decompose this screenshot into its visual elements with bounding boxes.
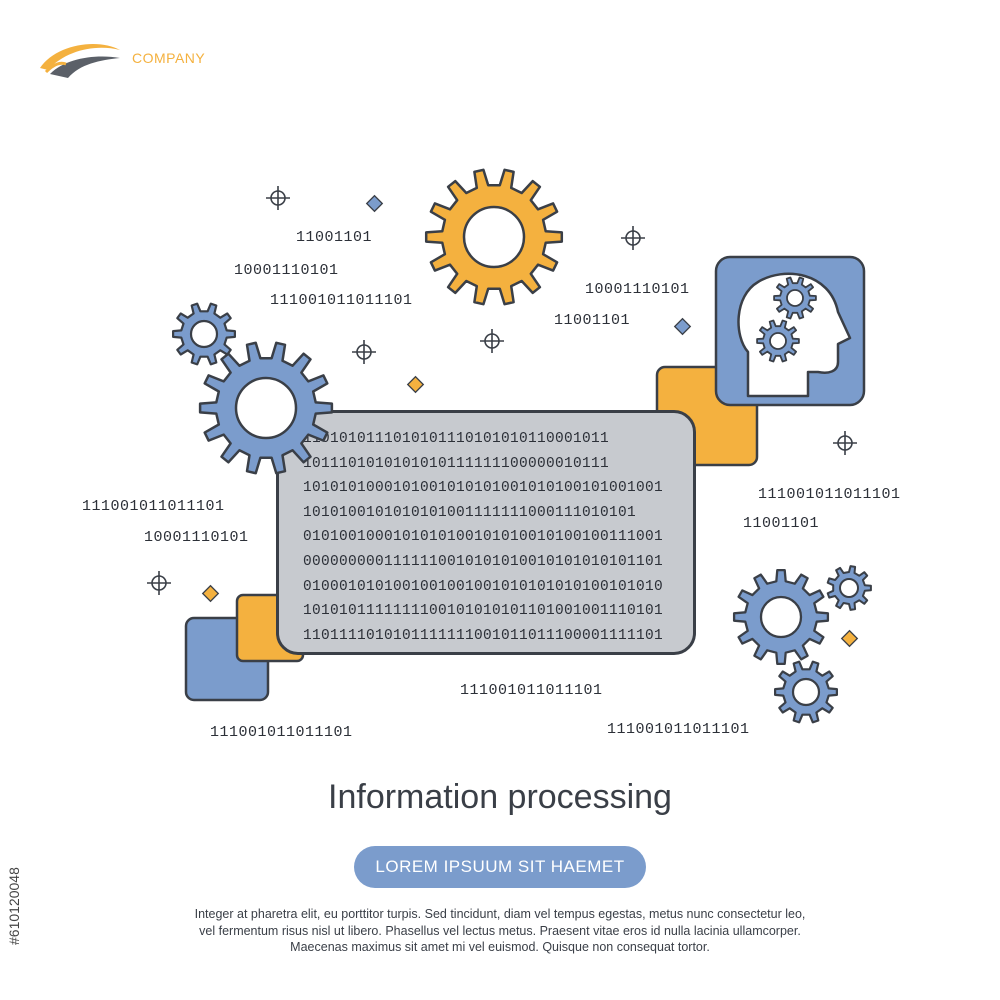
binary-label: 10001110101 [144, 529, 249, 546]
crosshair-icon [479, 328, 505, 354]
panel-line: 1101111010101111111001011011100001111101 [303, 627, 664, 644]
swoosh-logo-icon [40, 44, 120, 78]
crosshair-icon [832, 430, 858, 456]
stock-id-label: #610120048 [6, 765, 30, 945]
company-logo: COMPANY [36, 34, 205, 82]
diamond-icon [673, 317, 692, 336]
binary-label: 111001011011101 [460, 682, 603, 699]
binary-label: 111001011011101 [210, 724, 353, 741]
gear-hole [839, 578, 859, 598]
panel-line: 1011101010101010111111100000010111 [303, 455, 610, 472]
body-line: vel fermentum risus nisl ut libero. Phas… [199, 923, 801, 938]
diamond-icon [406, 375, 425, 394]
binary-label: 111001011011101 [758, 486, 901, 503]
diamond-icon [365, 194, 384, 213]
binary-label: 10001110101 [234, 262, 339, 279]
panel-line: 1010101000101001010101001010100101001001 [303, 480, 664, 497]
gears-layer [172, 168, 872, 724]
body-line: Integer at pharetra elit, eu porttitor t… [194, 907, 806, 921]
gear-hole [791, 677, 821, 707]
binary-label: 111001011011101 [607, 721, 750, 738]
crosshair-icon [265, 185, 291, 211]
cta-button[interactable]: LOREM IPSUUM SIT HAEMET [354, 846, 646, 888]
crosshair-icon [620, 225, 646, 251]
binary-label: 11001101 [554, 312, 631, 329]
crosshair-icon [351, 339, 377, 365]
illustration-graphics [146, 168, 872, 724]
binary-label: 10001110101 [585, 281, 690, 298]
binary-data-panel: 1101010111010101110101010110001011 10111… [276, 410, 696, 655]
diamond-icon [840, 629, 859, 648]
panel-line: 0000000001111110010101010010101010101101 [303, 553, 664, 570]
gear-hole [189, 319, 219, 349]
page-title: Information processing [328, 778, 672, 816]
gear-hole [462, 205, 526, 269]
panel-line: 1101010111010101110101010110001011 [303, 431, 610, 447]
panel-line: 0100010101001001001001010101010100101010 [303, 578, 664, 595]
head-icon [737, 272, 852, 398]
diamond-icon [201, 584, 220, 603]
panel-line: 1010100101010101001111111000111010101 [303, 504, 637, 521]
binary-label: 11001101 [296, 229, 373, 246]
panel-line: 1010101111111100101010101101001001110101 [303, 603, 664, 620]
binary-label: 111001011011101 [82, 498, 225, 515]
gear-hole [769, 332, 787, 350]
illustration: 1101010111010101110101010110001011 10111… [82, 168, 901, 741]
binary-label: 111001011011101 [270, 292, 413, 309]
gear-hole [786, 289, 804, 307]
body-paragraph: Integer at pharetra elit, eu porttitor t… [150, 906, 850, 956]
company-name: COMPANY [132, 50, 206, 66]
crosshair-icon [146, 570, 172, 596]
gear-hole [759, 595, 803, 639]
binary-label: 11001101 [743, 515, 820, 532]
panel-line: 0101001000101010100101010010100100111001 [303, 529, 664, 546]
body-line: Maecenas maximus sit amet mi vel euismod… [290, 940, 710, 954]
panel-binary-lines: 1101010111010101110101010110001011 10111… [303, 427, 663, 648]
stock-id-text: #610120048 [6, 867, 22, 945]
